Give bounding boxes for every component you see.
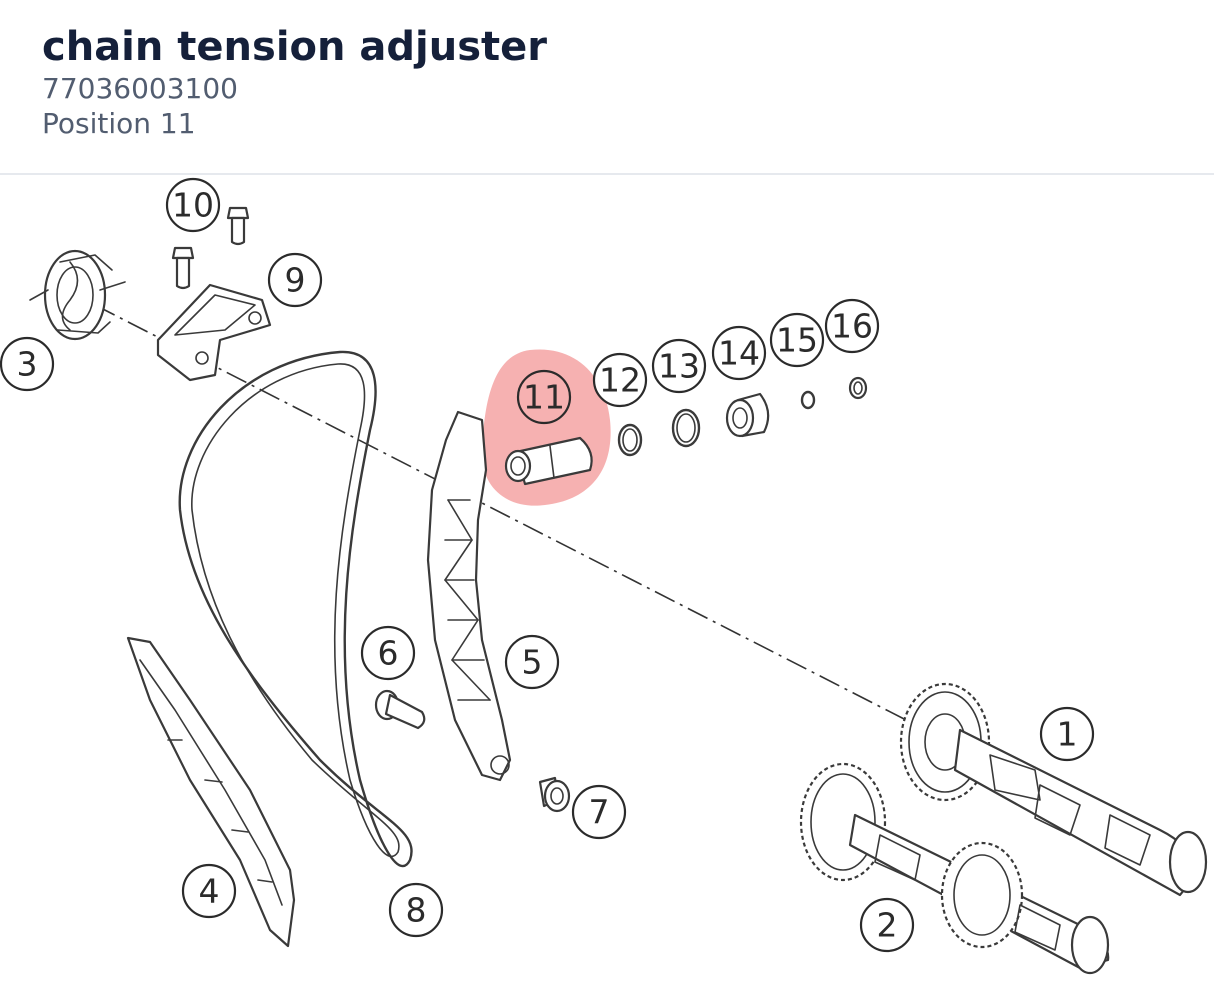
part-8-drawing: [178, 350, 413, 868]
callout-6-label: 6: [378, 634, 399, 673]
callout-11[interactable]: 11: [516, 369, 572, 425]
callout-9[interactable]: 9: [267, 252, 323, 308]
part-10-drawing: [171, 206, 250, 290]
callout-11-label: 11: [523, 378, 565, 417]
part-1-drawing: [899, 682, 1208, 897]
callout-8-label: 8: [406, 891, 427, 930]
callout-3[interactable]: 3: [0, 336, 55, 392]
part-13-drawing: [671, 408, 701, 448]
callout-16[interactable]: 16: [824, 298, 880, 354]
callout-4[interactable]: 4: [181, 863, 237, 919]
callout-13-label: 13: [658, 347, 700, 386]
callout-5-label: 5: [522, 643, 543, 682]
callout-1[interactable]: 1: [1039, 706, 1095, 762]
callout-12-label: 12: [599, 361, 641, 400]
callout-10-label: 10: [172, 186, 214, 225]
part-14-drawing: [725, 392, 770, 438]
part-6-drawing: [374, 689, 426, 730]
callout-10[interactable]: 10: [165, 177, 221, 233]
part-position: Position 11: [42, 107, 196, 140]
callout-2-label: 2: [877, 906, 898, 945]
part-4-drawing: [126, 636, 296, 948]
exploded-parts-diagram: 1 2 3 4 5 6 7 8: [0, 176, 1214, 990]
callout-1-label: 1: [1057, 715, 1078, 754]
highlight-area: [481, 349, 611, 506]
callout-15-label: 15: [776, 321, 818, 360]
callout-9-label: 9: [285, 261, 306, 300]
axis-line: [94, 304, 911, 723]
callout-16-label: 16: [831, 307, 873, 346]
callout-8[interactable]: 8: [388, 882, 444, 938]
callout-5[interactable]: 5: [504, 634, 560, 690]
part-title: chain tension adjuster: [42, 24, 548, 70]
part-3-drawing: [29, 249, 126, 341]
callout-2[interactable]: 2: [859, 897, 915, 953]
callout-3-label: 3: [17, 345, 38, 384]
callout-14[interactable]: 14: [711, 325, 767, 381]
callout-7-label: 7: [589, 793, 610, 832]
part-5-drawing: [426, 410, 512, 782]
part-9-drawing: [156, 283, 272, 382]
part-7-drawing: [538, 776, 571, 813]
part-15-drawing: [800, 390, 816, 410]
callout-6[interactable]: 6: [360, 625, 416, 681]
part-2-drawing: [799, 762, 1110, 975]
part-11-drawing: [504, 436, 593, 486]
callout-12[interactable]: 12: [592, 352, 648, 408]
part-header: chain tension adjuster 77036003100 Posit…: [0, 0, 1214, 175]
part-16-drawing: [848, 376, 868, 400]
callout-7[interactable]: 7: [571, 784, 627, 840]
callout-4-label: 4: [199, 872, 220, 911]
part-12-drawing: [617, 423, 643, 457]
callout-14-label: 14: [718, 334, 760, 373]
callout-13[interactable]: 13: [651, 338, 707, 394]
part-number: 77036003100: [42, 72, 238, 105]
callout-15[interactable]: 15: [769, 312, 825, 368]
